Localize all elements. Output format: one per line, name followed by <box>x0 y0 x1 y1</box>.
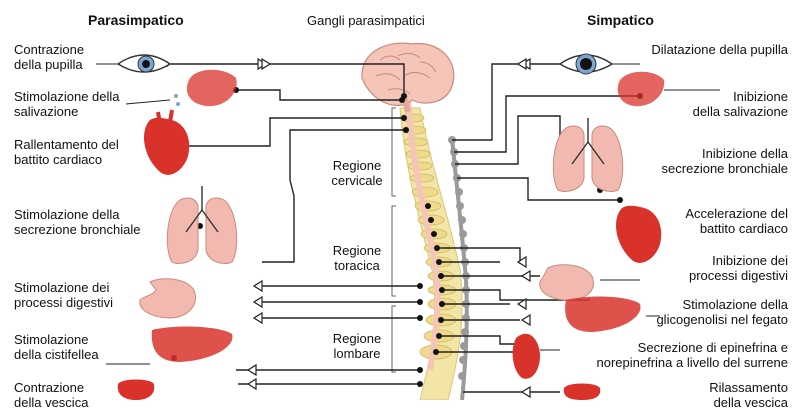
label-leaders <box>96 63 720 365</box>
left-salivary-gland-icon <box>174 69 237 107</box>
left-label-bladder-line1: Contrazione <box>14 380 85 395</box>
brain-illustration <box>361 42 455 113</box>
left-label-heart-line1: Rallentamento del <box>14 137 119 152</box>
left-label-digestion-line1: Stimolazione dei <box>14 280 110 295</box>
right-label-liver: Stimolazione della glicogenolisi nel feg… <box>656 297 788 327</box>
left-liver-icon <box>151 326 233 362</box>
left-stomach-icon <box>139 278 196 319</box>
right-bladder-icon <box>563 383 601 400</box>
spinal-column <box>399 99 463 400</box>
right-liver-icon <box>565 296 641 332</box>
left-label-bronchi-line1: Stimolazione della <box>14 207 120 222</box>
region-cervical-line2: cervicale <box>331 173 383 188</box>
right-label-saliva-line1: Inibizione <box>733 89 788 104</box>
left-label-digestion-line2: processi digestivi <box>14 295 113 310</box>
sympathetic-pathways <box>436 63 640 393</box>
region-thoracic-line2: toracica <box>334 258 380 273</box>
right-heart-icon <box>616 205 662 263</box>
left-label-saliva-line2: salivazione <box>14 104 79 119</box>
right-label-pupil: Dilatazione della pupilla <box>651 42 788 57</box>
right-eye-icon <box>558 53 614 75</box>
autonomic-nervous-system-diagram: Parasimpatico Gangli parasimpatici Simpa… <box>14 12 788 410</box>
ganglia-header: Gangli parasimpatici <box>307 13 425 28</box>
right-label-digestion: Inibizione dei processi digestivi <box>689 253 788 283</box>
left-label-gallbladder: Stimolazione della cistifellea <box>14 332 99 362</box>
region-brackets <box>391 107 396 373</box>
right-label-adrenal-line2: norepinefrina a livello del surrene <box>596 355 788 370</box>
parasympathetic-header: Parasimpatico <box>88 12 184 28</box>
region-thoracic-line1: Regione <box>332 243 382 258</box>
left-label-digestion: Stimolazione dei processi digestivi <box>14 280 113 310</box>
left-heart-icon <box>144 109 190 175</box>
left-label-saliva-line1: Stimolazione della <box>14 89 120 104</box>
right-label-bladder-line1: Rilassamento <box>709 380 788 395</box>
right-stomach-icon <box>539 264 594 301</box>
region-cervical-line1: Regione <box>332 158 382 173</box>
left-eye-icon <box>116 54 172 73</box>
right-label-adrenal-line1: Secrezione di epinefrina e <box>637 340 788 355</box>
right-label-heart-line2: battito cardiaco <box>699 221 788 236</box>
left-bladder-icon <box>117 379 155 400</box>
diagram-graphics <box>96 42 720 400</box>
left-label-heart-line2: battito cardiaco <box>14 152 103 167</box>
right-label-heart-line1: Accelerazione del <box>685 206 788 221</box>
right-label-saliva: Inibizione della salivazione <box>693 89 788 119</box>
right-label-heart: Accelerazione del battito cardiaco <box>685 206 788 236</box>
region-lumbar: Regione lombare <box>322 331 392 361</box>
left-label-bronchi-line2: secrezione bronchiale <box>14 222 141 237</box>
left-label-gallbladder-line1: Stimolazione <box>14 332 89 347</box>
spinal-cord <box>405 99 441 371</box>
left-label-pupil-line1: Contrazione <box>14 42 85 57</box>
right-label-saliva-line2: della salivazione <box>692 104 788 119</box>
right-label-liver-line2: glicogenolisi nel fegato <box>656 312 788 327</box>
parasympathetic-pathways <box>166 63 420 385</box>
right-label-pupil-line1: Dilatazione della pupilla <box>651 42 788 57</box>
right-label-bronchi-line2: secrezione bronchiale <box>661 161 788 176</box>
right-label-liver-line1: Stimolazione della <box>682 297 788 312</box>
right-label-adrenal: Secrezione di epinefrina e norepinefrina… <box>596 340 788 370</box>
right-lungs-icon <box>552 118 624 192</box>
left-label-pupil-line2: della pupilla <box>14 57 83 72</box>
region-lumbar-line2: lombare <box>333 346 381 361</box>
right-label-digestion-line2: processi digestivi <box>689 268 788 283</box>
right-salivary-gland-icon <box>617 71 665 107</box>
left-label-saliva: Stimolazione della salivazione <box>14 89 120 119</box>
region-lumbar-line1: Regione <box>332 331 382 346</box>
arrowheads <box>246 57 531 399</box>
left-label-gallbladder-line2: della cistifellea <box>14 347 99 362</box>
sympathetic-header: Simpatico <box>587 12 654 28</box>
left-label-pupil: Contrazione della pupilla <box>14 42 84 72</box>
right-adrenal-icon <box>512 333 540 379</box>
right-label-digestion-line1: Inibizione dei <box>712 253 788 268</box>
right-label-bronchi: Inibizione della secrezione bronchiale <box>662 146 788 176</box>
right-label-bronchi-line1: Inibizione della <box>701 146 788 161</box>
left-label-bronchi: Stimolazione della secrezione bronchiale <box>14 207 140 237</box>
left-label-heart: Rallentamento del battito cardiaco <box>14 137 119 167</box>
region-cervical: Regione cervicale <box>322 158 392 188</box>
region-thoracic: Regione toracica <box>322 243 392 273</box>
left-lungs-icon <box>166 186 238 264</box>
